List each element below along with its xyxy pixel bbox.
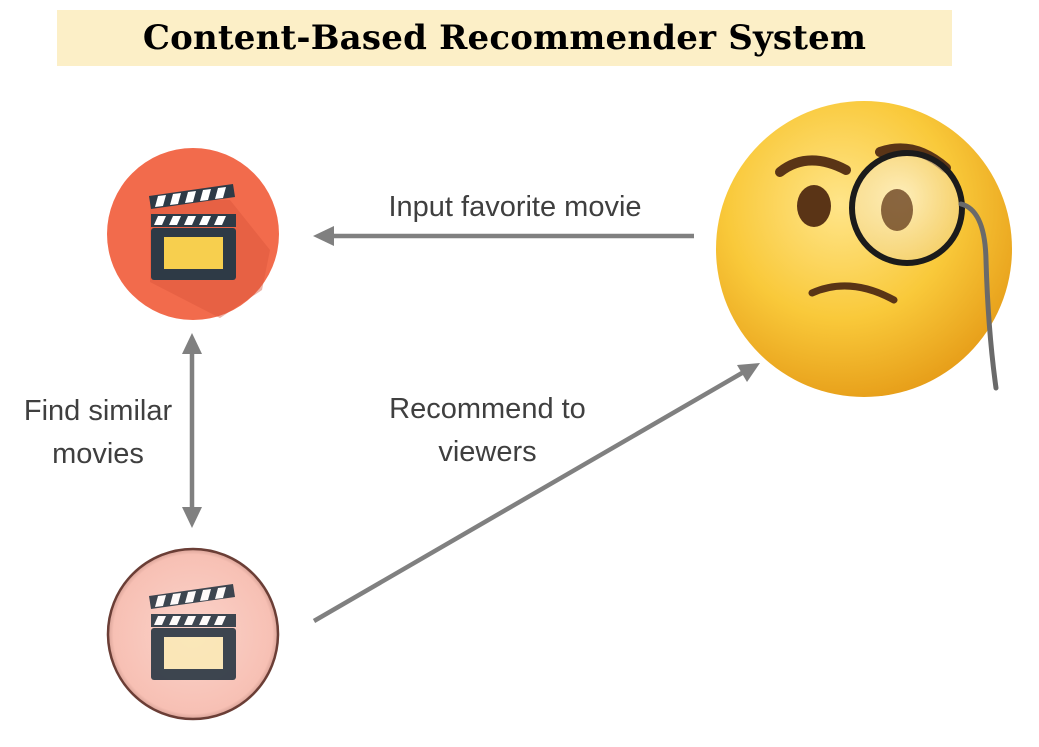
similar-movies-node [106, 547, 280, 721]
recommend-arrow [312, 363, 760, 623]
title-banner: Content-Based Recommender System [57, 10, 952, 66]
find-similar-arrow [182, 333, 202, 528]
right-eye [881, 189, 913, 231]
input-favorite-movie-label: Input favorite movie [388, 191, 642, 223]
emoji-face [716, 101, 1012, 397]
clapperboard-icon [149, 584, 236, 680]
diagram-title: Content-Based Recommender System [142, 18, 867, 58]
monocle-face-emoji-icon [716, 101, 1012, 397]
left-eye [797, 185, 831, 227]
clapperboard-icon [149, 184, 236, 280]
mouth [808, 282, 898, 304]
favorite-movie-node [107, 148, 279, 320]
monocle-cord [958, 201, 999, 391]
find-similar-movies-label: Find similar movies [23, 395, 173, 470]
left-eyebrow [775, 155, 851, 177]
recommend-to-viewers-label: Recommend to viewers [389, 393, 586, 468]
input-arrow [313, 226, 694, 246]
